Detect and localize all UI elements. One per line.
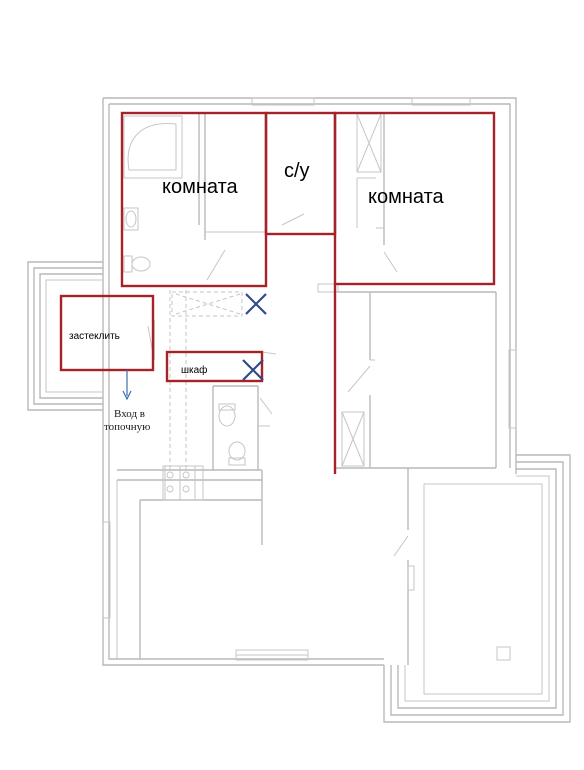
room-right-label: комната	[368, 186, 445, 208]
bathtub-icon	[123, 115, 183, 179]
stove-icon	[166, 471, 190, 493]
toilet-icon	[123, 255, 151, 273]
sink-icon	[218, 403, 236, 427]
marked-rooms	[59, 111, 496, 474]
cross-mark-icon	[242, 359, 264, 381]
wardrobe-label: шкаф	[181, 364, 207, 376]
left-terrace	[27, 261, 103, 411]
glaze-area-outline	[59, 294, 155, 372]
toilet-icon	[228, 441, 246, 466]
room-right-outline	[333, 111, 496, 286]
room-left-outline	[120, 111, 268, 288]
entrance-label-line1: Вход в	[114, 408, 145, 420]
arrow-down-icon	[122, 370, 132, 401]
glaze-label: застеклить	[69, 331, 120, 342]
right-terrace	[383, 454, 571, 723]
cross-mark-icon	[245, 293, 267, 315]
interior-walls	[116, 113, 497, 665]
sink-icon	[123, 207, 139, 231]
outer-walls	[102, 97, 517, 666]
bathroom-label: с/у	[284, 160, 310, 182]
entrance-label-line2: топочную	[104, 421, 150, 433]
room-left-label: комната	[162, 176, 239, 198]
wardrobe-outline	[165, 350, 264, 383]
